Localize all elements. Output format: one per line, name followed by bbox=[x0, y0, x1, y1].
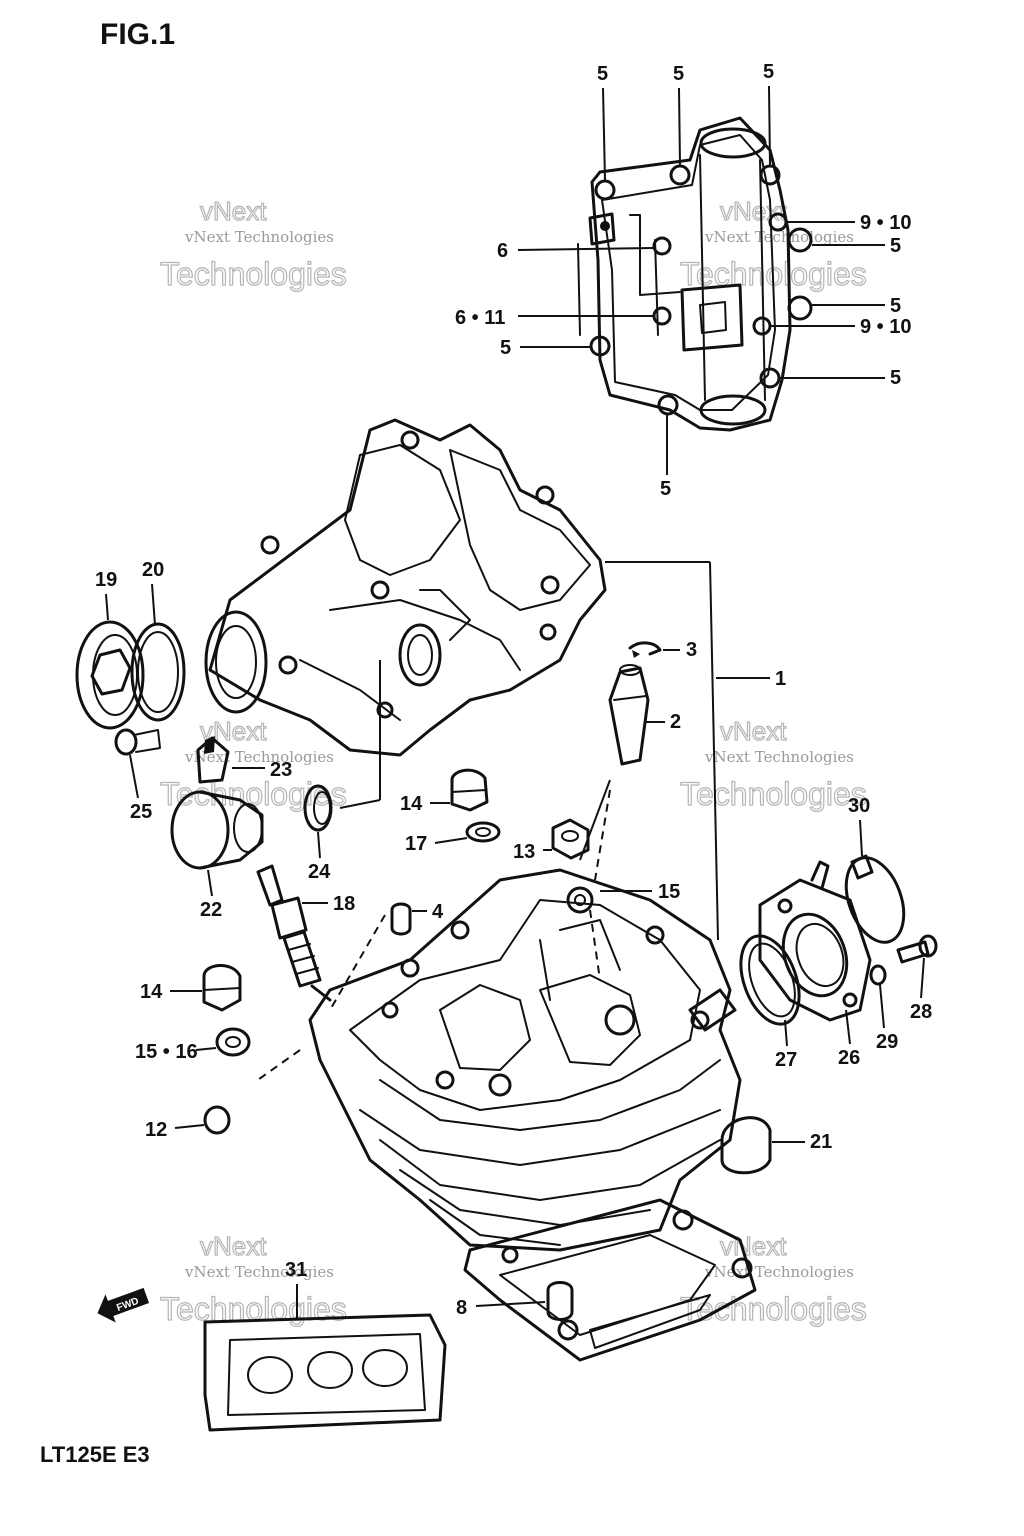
label-18: 18 bbox=[333, 893, 355, 915]
cap-12 bbox=[203, 1105, 231, 1135]
label-26: 26 bbox=[838, 1047, 860, 1069]
label-5: 5 bbox=[660, 478, 671, 500]
svg-text:vNext: vNext bbox=[200, 196, 267, 226]
label-29: 29 bbox=[876, 1031, 898, 1053]
cover-callouts: 5 5 5 9 • 10 5 6 5 6 • 11 9 • 10 5 5 5 bbox=[455, 61, 911, 500]
label-14: 14 bbox=[140, 981, 163, 1003]
label-25: 25 bbox=[130, 801, 152, 823]
cap-nut-14-lower bbox=[202, 964, 242, 1012]
clamp-30 bbox=[844, 854, 906, 944]
watermark-middle-right: vNext Technologies vNext Technologies bbox=[679, 715, 867, 812]
cap-nut-14 bbox=[450, 768, 489, 812]
label-17: 17 bbox=[405, 833, 427, 855]
label-24: 24 bbox=[308, 861, 331, 883]
label-22: 22 bbox=[200, 899, 222, 921]
svg-text:vNext Technologies: vNext Technologies bbox=[184, 1263, 334, 1281]
screw-28 bbox=[896, 934, 938, 964]
washer-17 bbox=[465, 821, 501, 843]
label-20: 20 bbox=[142, 559, 164, 581]
label-12: 12 bbox=[145, 1119, 167, 1141]
label-5: 5 bbox=[890, 367, 901, 389]
label-6-11: 6 • 11 bbox=[455, 307, 505, 329]
figure-title: FIG.1 bbox=[100, 18, 175, 51]
washer-29 bbox=[869, 964, 887, 986]
plug-21 bbox=[720, 1116, 772, 1175]
dowel-4 bbox=[390, 902, 412, 936]
watermark-middle-left: vNext Technologies vNext Technologies bbox=[159, 715, 347, 812]
fwd-arrow-icon: FWD bbox=[97, 1287, 150, 1323]
model-code: LT125E E3 bbox=[40, 1442, 150, 1467]
svg-text:vNext: vNext bbox=[720, 196, 787, 226]
watermark-bottom-left: vNext Technologies vNext Technologies bbox=[159, 1230, 347, 1327]
watermark-top-left: vNext Technologies vNext Technologies bbox=[159, 195, 347, 292]
dowel-8 bbox=[546, 1281, 574, 1321]
label-5: 5 bbox=[763, 61, 774, 83]
gasket-set-31 bbox=[203, 1313, 447, 1432]
label-5: 5 bbox=[890, 235, 901, 257]
svg-text:Technologies: Technologies bbox=[160, 256, 347, 292]
label-9-10: 9 • 10 bbox=[860, 212, 911, 234]
label-2: 2 bbox=[670, 711, 681, 733]
bracket-1 bbox=[605, 561, 719, 941]
svg-text:Technologies: Technologies bbox=[680, 1291, 867, 1327]
bolt-25 bbox=[114, 728, 161, 756]
svg-text:vNext: vNext bbox=[720, 716, 787, 746]
svg-text:vNext Technologies: vNext Technologies bbox=[704, 228, 854, 246]
label-30: 30 bbox=[848, 795, 870, 817]
label-28: 28 bbox=[910, 1001, 932, 1023]
o-ring bbox=[130, 622, 186, 722]
spark-plug bbox=[256, 864, 332, 1002]
bracket-23 bbox=[196, 736, 230, 784]
seal-24 bbox=[303, 784, 333, 832]
svg-text:vNext Technologies: vNext Technologies bbox=[704, 748, 854, 766]
label-5: 5 bbox=[890, 295, 901, 317]
label-14: 14 bbox=[400, 793, 423, 815]
label-23: 23 bbox=[270, 759, 292, 781]
label-5: 5 bbox=[673, 63, 684, 85]
label-13: 13 bbox=[513, 841, 535, 863]
svg-text:Technologies: Technologies bbox=[680, 776, 867, 812]
label-3: 3 bbox=[686, 639, 697, 661]
svg-text:vNext Technologies: vNext Technologies bbox=[704, 1263, 854, 1281]
washer-15-16 bbox=[215, 1027, 251, 1057]
label-19: 19 bbox=[95, 569, 117, 591]
cylinder-base bbox=[463, 1198, 757, 1362]
watermark-bottom-right: vNext Technologies vNext Technologies bbox=[679, 1230, 867, 1327]
label-21: 21 bbox=[810, 1131, 832, 1153]
intake-pipe-26 bbox=[758, 860, 872, 1022]
clip-3 bbox=[628, 641, 662, 658]
head-cover-iso bbox=[204, 418, 607, 757]
head-cover-top-view bbox=[577, 116, 813, 432]
svg-text:vNext Technologies: vNext Technologies bbox=[184, 228, 334, 246]
oil-filler-cap bbox=[75, 620, 145, 730]
label-8: 8 bbox=[456, 1297, 467, 1319]
label-9-10: 9 • 10 bbox=[860, 316, 911, 338]
label-4: 4 bbox=[432, 901, 444, 923]
label-31: 31 bbox=[285, 1259, 307, 1281]
cap-22 bbox=[170, 790, 264, 870]
label-1: 1 bbox=[775, 668, 786, 690]
svg-text:vNext Technologies: vNext Technologies bbox=[184, 748, 334, 766]
label-27: 27 bbox=[775, 1049, 797, 1071]
label-6: 6 bbox=[497, 240, 508, 262]
svg-text:vNext: vNext bbox=[200, 1231, 267, 1261]
label-5: 5 bbox=[500, 337, 511, 359]
valve-guide-2 bbox=[608, 664, 650, 766]
label-15: 15 bbox=[658, 881, 680, 903]
label-15-16: 15 • 16 bbox=[135, 1041, 198, 1063]
label-5: 5 bbox=[597, 63, 608, 85]
nut-13 bbox=[551, 818, 590, 860]
cylinder-head bbox=[254, 789, 742, 1252]
o-ring-27 bbox=[739, 934, 801, 1026]
